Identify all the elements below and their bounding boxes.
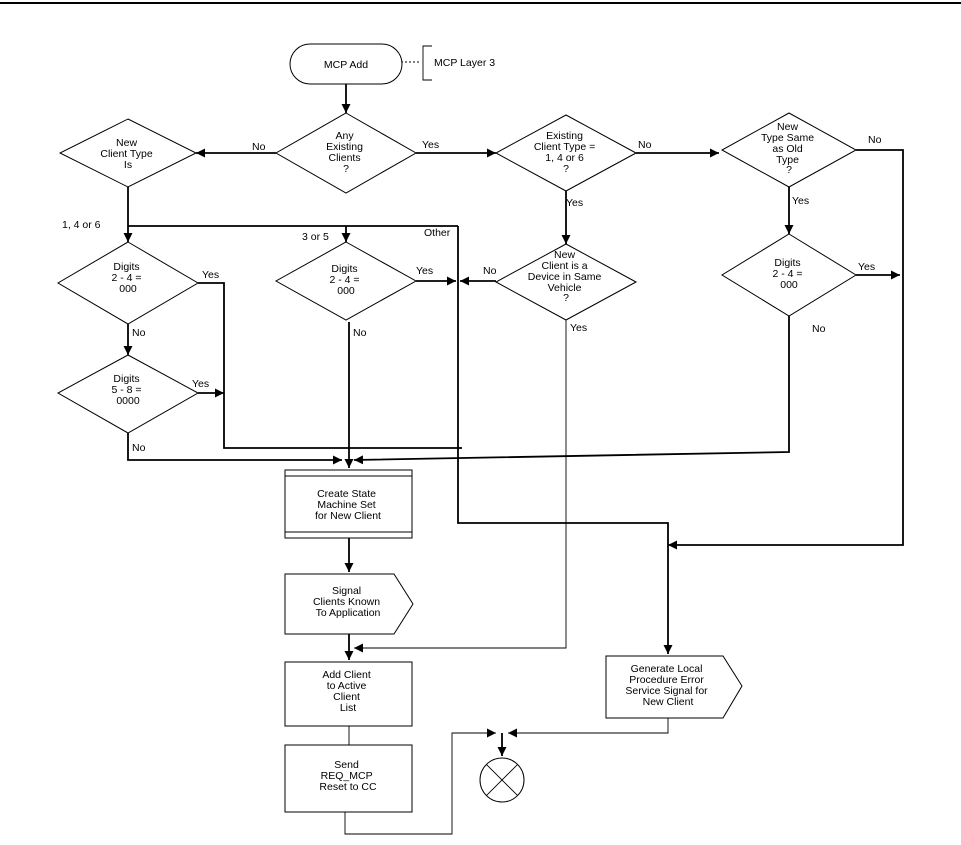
label-device-no: No: [483, 265, 497, 277]
edge-labels: No Yes No Yes No Yes 1, 4 or 6 3 or 5 Ot…: [62, 134, 882, 454]
decision-any-existing-text: Any Existing Clients ?: [326, 130, 366, 175]
decision-device-same: New Client is a Device in Same Vehicle ?: [494, 243, 638, 321]
signal-generate-error: Generate Local Procedure Error Service S…: [605, 655, 743, 719]
label-digits-a-yes: Yes: [202, 269, 219, 281]
label-same-no: No: [868, 134, 882, 146]
decision-digits-d-text: Digits 5 - 8 = 0000: [112, 373, 145, 407]
decision-digits-d: Digits 5 - 8 = 0000: [56, 354, 200, 434]
start-node: MCP Add: [289, 43, 403, 85]
decision-digits-a-text: Digits 2 - 4 = 000: [112, 261, 145, 295]
decision-digits-b: Digits 2 - 4 = 000: [274, 241, 418, 321]
label-digits-b-yes: Yes: [416, 265, 433, 277]
signal-clients-known-text: Signal Clients Known To Application: [313, 585, 383, 619]
decision-existing-type-text: Existing Client Type = 1, 4 or 6 ?: [534, 130, 598, 175]
decision-digits-c-text: Digits 2 - 4 = 000: [773, 257, 806, 291]
label-same-yes: Yes: [792, 195, 809, 207]
label-digits-c-yes: Yes: [858, 261, 875, 273]
label-type-35: 3 or 5: [302, 231, 329, 243]
label-existing-yes: Yes: [566, 197, 583, 209]
process-send-req-text: Send REQ_MCP Reset to CC: [319, 759, 377, 793]
signal-clients-known: Signal Clients Known To Application: [284, 573, 414, 635]
decision-type-same-text: New Type Same as Old Type ?: [761, 121, 817, 176]
label-existing-no: No: [638, 139, 652, 151]
label-digits-b-no: No: [353, 327, 367, 339]
label-type-146: 1, 4 or 6: [62, 219, 101, 231]
label-digits-d-no: No: [132, 442, 146, 454]
decision-digits-c: Digits 2 - 4 = 000: [721, 233, 857, 317]
decision-existing-type: Existing Client Type = 1, 4 or 6 ?: [494, 114, 638, 192]
label-device-yes: Yes: [570, 322, 587, 334]
process-create-state-machine: Create State Machine Set for New Client: [284, 469, 413, 539]
decision-new-client-type: New Client Type Is: [58, 118, 198, 188]
connectors: [123, 61, 904, 835]
process-create-state-machine-text: Create State Machine Set for New Client: [315, 488, 381, 522]
process-add-client: Add Client to Active Client List: [284, 661, 413, 727]
process-add-client-text: Add Client to Active Client List: [322, 669, 373, 714]
start-label: MCP Add: [324, 59, 368, 71]
label-any-yes: Yes: [422, 139, 439, 151]
label-any-no: No: [252, 141, 266, 153]
annotation-label: MCP Layer 3: [434, 57, 495, 69]
decision-device-same-text: New Client is a Device in Same Vehicle ?: [528, 249, 604, 304]
annotation: MCP Layer 3: [422, 45, 495, 81]
stop-node: [479, 757, 525, 803]
decision-digits-b-text: Digits 2 - 4 = 000: [330, 263, 363, 297]
process-send-req: Send REQ_MCP Reset to CC: [284, 744, 413, 813]
label-digits-d-yes: Yes: [192, 378, 209, 390]
label-type-other: Other: [424, 227, 451, 239]
signal-generate-error-text: Generate Local Procedure Error Service S…: [625, 663, 710, 708]
decision-type-same: New Type Same as Old Type ?: [720, 112, 858, 188]
label-digits-a-no: No: [132, 327, 146, 339]
label-digits-c-no: No: [812, 323, 826, 335]
decision-any-existing: Any Existing Clients ?: [274, 112, 418, 194]
decision-new-client-type-text: New Client Type Is: [100, 137, 155, 171]
decision-digits-a: Digits 2 - 4 = 000: [57, 241, 199, 325]
